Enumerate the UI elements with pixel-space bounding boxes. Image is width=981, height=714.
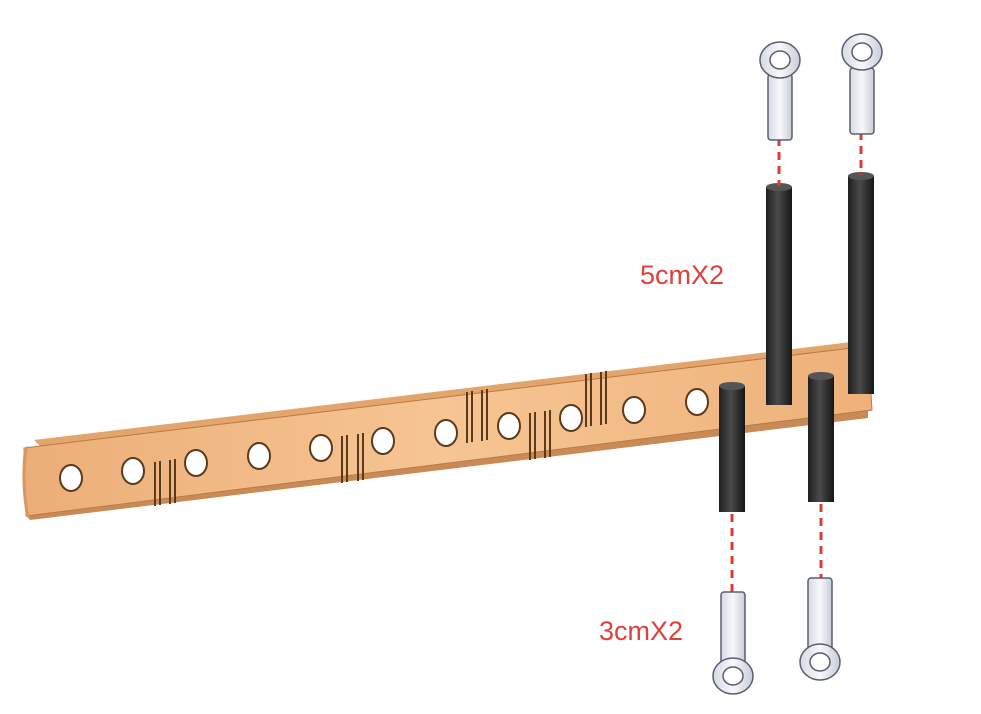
short-tube-left [719, 382, 745, 512]
bar-hole [622, 396, 646, 424]
bar-slot [585, 373, 592, 427]
bar-hole [184, 449, 208, 477]
bar-slots [154, 371, 607, 506]
bar-slot [341, 435, 348, 483]
rod-end-top-right [841, 33, 883, 135]
long-tube-left [766, 183, 792, 405]
bar-slot [600, 371, 607, 425]
bar-slot [544, 410, 551, 458]
bar-hole [121, 457, 145, 485]
guide-lines [730, 132, 863, 592]
bar-slot [466, 391, 473, 443]
bar-hole [247, 442, 271, 470]
bar-slot [357, 433, 364, 481]
long-tube-right [848, 172, 874, 394]
bar-hole [685, 388, 709, 416]
short-tube-label: 3cmX2 [599, 616, 683, 646]
rod-end-bottom-left [712, 591, 754, 695]
bar-slot [529, 412, 536, 460]
bar-hole [371, 427, 395, 455]
long-tube-label: 5cmX2 [640, 260, 724, 290]
bar-slot [154, 461, 161, 506]
bar-hole [59, 464, 83, 492]
bar-hole [309, 434, 333, 462]
rod-end-bottom-right [799, 577, 841, 681]
bar-hole [559, 404, 583, 432]
rod-end-top-left [759, 41, 801, 141]
bar-holes [59, 388, 709, 492]
bar-hole [497, 412, 521, 440]
bar-slot [169, 459, 176, 504]
short-tube-right [808, 372, 834, 502]
wooden-bar [22, 340, 873, 520]
bar-slot [481, 389, 488, 441]
bar-hole [434, 419, 458, 447]
